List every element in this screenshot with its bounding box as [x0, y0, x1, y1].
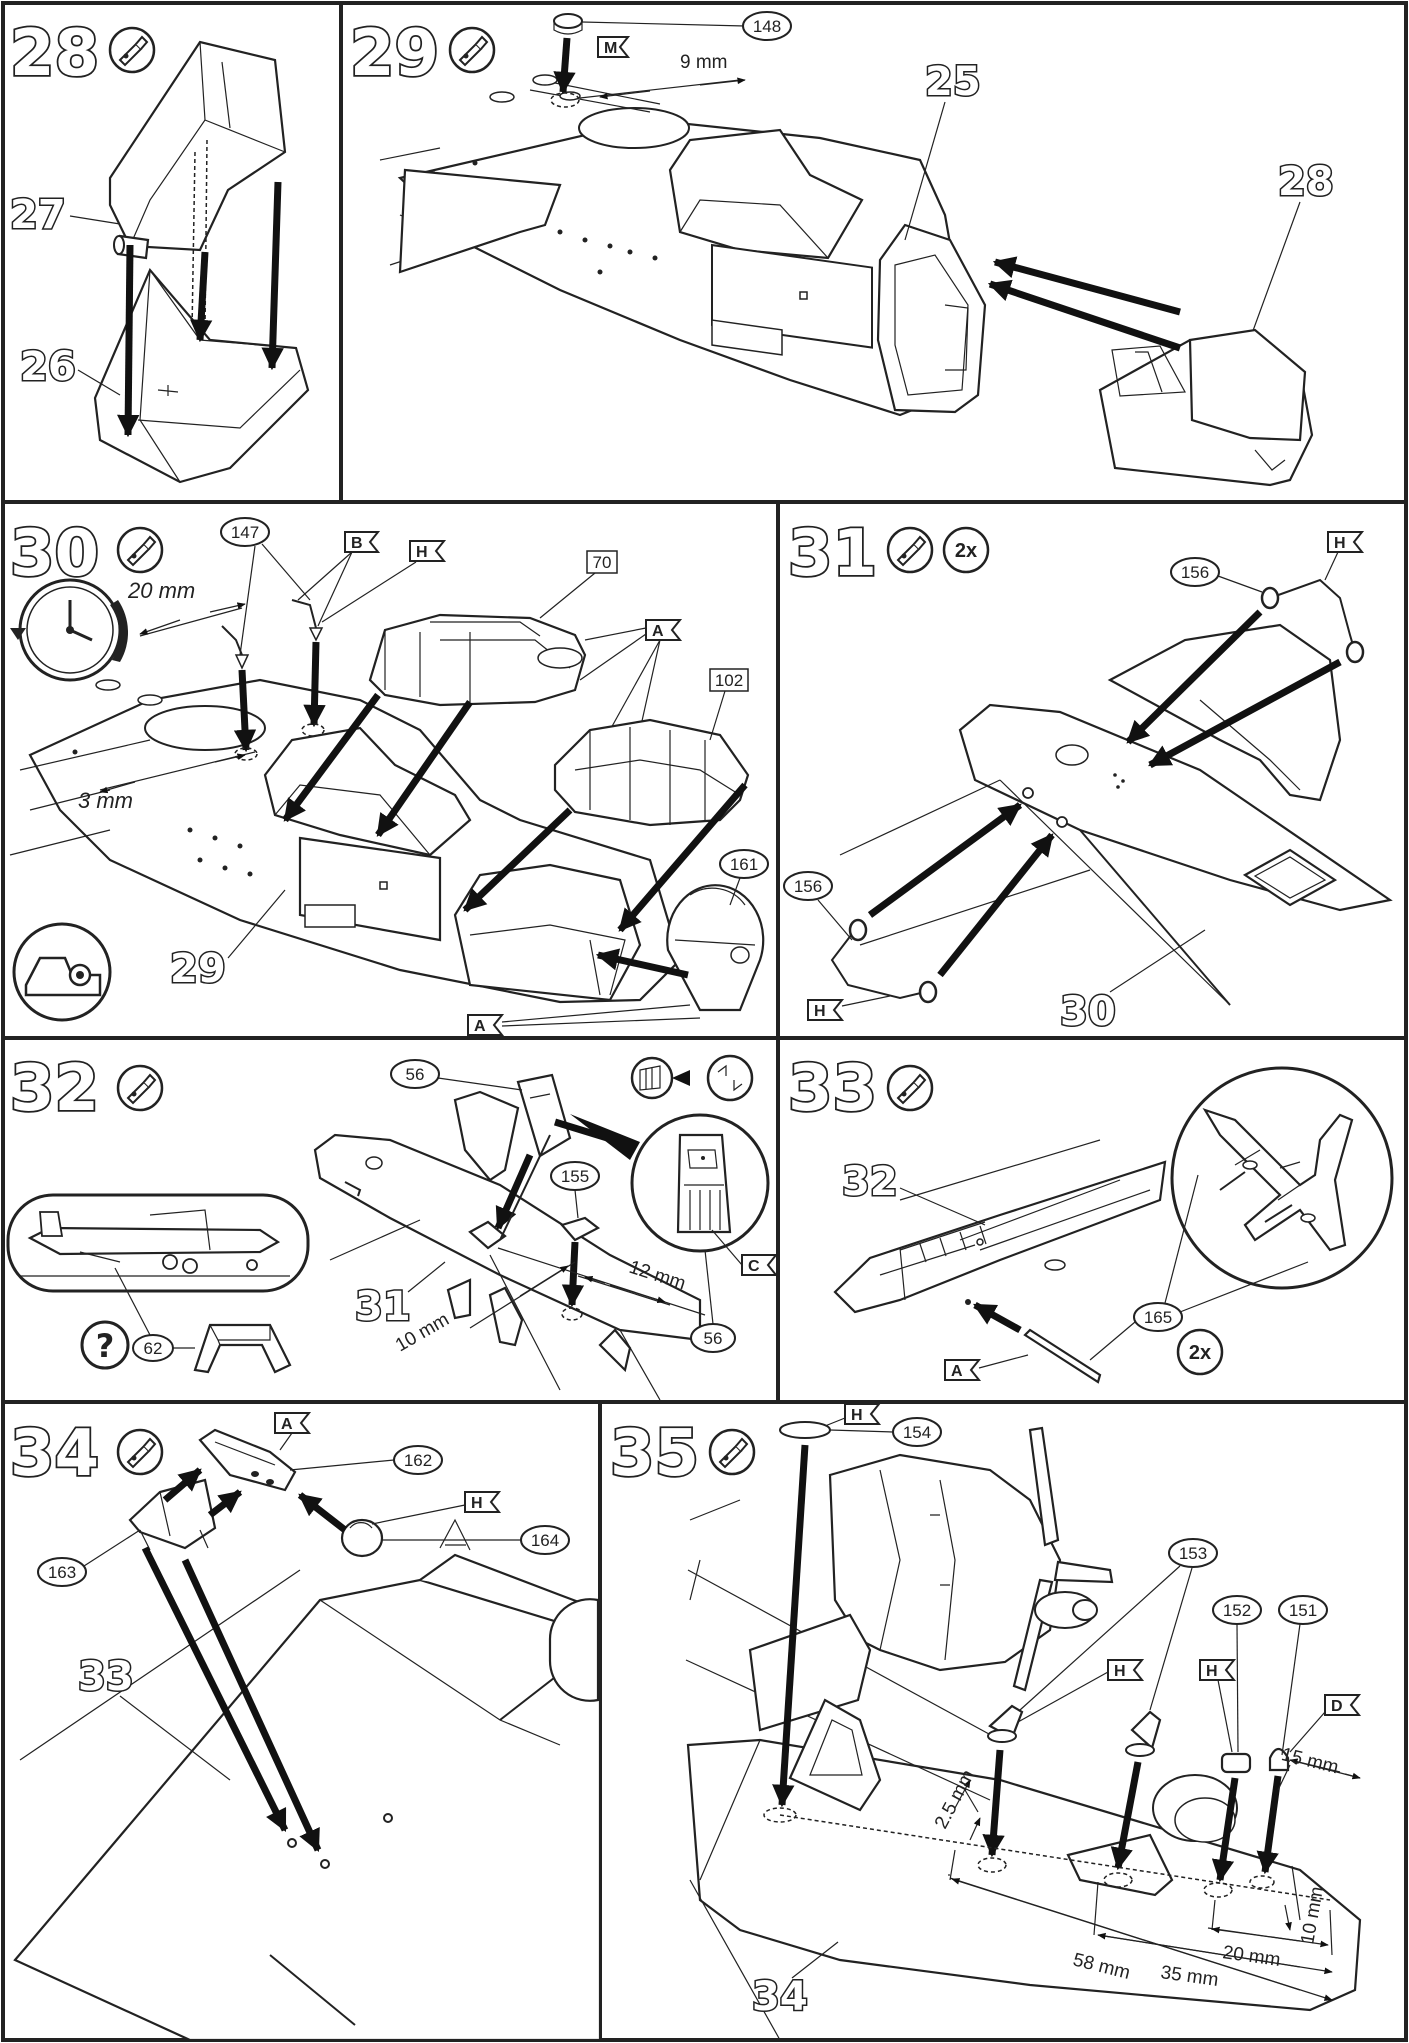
step-29: 29 14 — [348, 11, 1335, 487]
flag-D: D — [1331, 1698, 1343, 1715]
part-label-25: 25 — [925, 59, 981, 105]
flag-H: H — [851, 1407, 863, 1424]
step-number: 35 — [610, 1417, 699, 1491]
step-34: 34 162 A 163 164 H — [8, 1412, 602, 2042]
callout-62: 62 — [144, 1339, 163, 1358]
boxed-label-102: 102 — [715, 671, 743, 690]
callout-147: 147 — [231, 523, 259, 542]
question-icon: ? — [96, 1327, 115, 1365]
step-31: 31 2x 156 H 156 — [783, 515, 1393, 1037]
callout-151: 151 — [1289, 1601, 1317, 1620]
flag-A-bottom: A — [474, 1018, 486, 1035]
step-33: 33 32 A 165 2x — [786, 1050, 1394, 1384]
part-label-34: 34 — [752, 1974, 808, 2020]
step-35: 35 154 H — [608, 1403, 1362, 2041]
step-number: 32 — [10, 1052, 99, 1126]
glue-tube-icon — [116, 1428, 164, 1476]
flag-H-lower: H — [814, 1003, 826, 1020]
part-label-26: 26 — [20, 344, 76, 390]
step-number: 30 — [10, 517, 99, 591]
step-number: 34 — [10, 1417, 99, 1491]
callout-153: 153 — [1179, 1544, 1207, 1563]
callout-56: 56 — [406, 1065, 425, 1084]
step-number: 31 — [788, 517, 877, 591]
glue-tube-icon — [116, 1064, 164, 1112]
part-label-31: 31 — [355, 1284, 411, 1330]
callout-152: 152 — [1223, 1601, 1251, 1620]
flag-H: H — [471, 1495, 483, 1512]
dim-3mm: 3 mm — [78, 788, 133, 813]
part-label-30: 30 — [1060, 989, 1116, 1035]
flag-A: A — [281, 1416, 293, 1433]
callout-162: 162 — [404, 1451, 432, 1470]
callout-161: 161 — [730, 855, 758, 874]
callout-154: 154 — [903, 1423, 931, 1442]
glue-tube-icon — [116, 526, 164, 574]
dim-9mm: 9 mm — [680, 52, 728, 73]
flag-B: B — [351, 535, 363, 552]
callout-56-lower: 56 — [704, 1329, 723, 1348]
part-label-32: 32 — [842, 1159, 898, 1205]
flag-A: A — [652, 623, 664, 640]
flag-A: A — [951, 1363, 963, 1380]
flag-H: H — [416, 544, 428, 561]
flag-C: C — [748, 1258, 760, 1275]
glue-tube-icon — [708, 1428, 756, 1476]
callout-164: 164 — [531, 1531, 559, 1550]
callout-156-lower: 156 — [794, 877, 822, 896]
step-number: 33 — [788, 1052, 877, 1126]
dim-20mm: 20 mm — [127, 578, 195, 603]
flag-H-152: H — [1206, 1663, 1218, 1680]
step-number: 29 — [350, 17, 439, 91]
flag-H-153: H — [1114, 1663, 1126, 1680]
flag-H: H — [1334, 535, 1346, 552]
glue-tube-icon — [108, 26, 156, 74]
flag-M: M — [604, 40, 617, 57]
multiplier-2x: 2x — [955, 540, 977, 562]
part-label-29: 29 — [170, 946, 226, 992]
part-label-27: 27 — [10, 192, 66, 238]
part-label-33: 33 — [78, 1654, 134, 1700]
glue-tube-icon — [886, 1064, 934, 1112]
callout-165: 165 — [1144, 1308, 1172, 1327]
step-30: 30 20 mm — [8, 515, 769, 1036]
boxed-label-70: 70 — [593, 553, 612, 572]
callout-163: 163 — [48, 1563, 76, 1582]
glue-tube-icon — [448, 26, 496, 74]
dim-15mm: 15 mm — [1279, 1744, 1340, 1778]
callout-156: 156 — [1181, 563, 1209, 582]
glue-tube-icon — [886, 526, 934, 574]
glue-tape-icon — [12, 922, 112, 1022]
part-label-28: 28 — [1278, 159, 1334, 205]
step-28: 28 27 26 — [8, 15, 310, 484]
clock-icon — [10, 578, 129, 682]
step-32: 32 ? 62 56 — [6, 1050, 779, 1401]
callout-155: 155 — [561, 1167, 589, 1186]
multiplier-2x: 2x — [1189, 1342, 1211, 1364]
callout-148: 148 — [753, 17, 781, 36]
step-number: 28 — [10, 17, 99, 91]
